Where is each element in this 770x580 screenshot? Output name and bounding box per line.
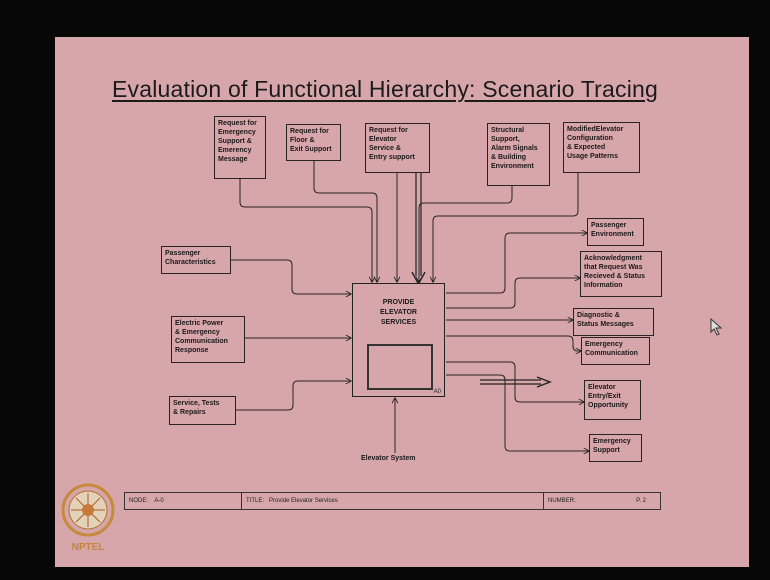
slide-title: Evaluation of Functional Hierarchy: Scen… — [111, 76, 659, 102]
control-line-1 — [239, 179, 372, 282]
output-diagnostic-messages: Diagnostic & Status Messages — [573, 308, 654, 336]
mouse-cursor-icon — [710, 318, 723, 336]
control-line-4 — [419, 186, 513, 282]
nptel-logo: NPTEL — [58, 482, 118, 554]
logo-text: NPTEL — [72, 542, 105, 553]
input-line-3 — [236, 381, 351, 411]
highlight-box — [367, 344, 433, 390]
footer-number-cell: NUMBER: P. 2 — [544, 493, 660, 509]
nptel-emblem-icon: NPTEL — [61, 483, 115, 553]
footer-title-cell: TITLE: Provide Elevator Services — [242, 493, 544, 509]
output-emergency-communication: Emergency Communication — [581, 337, 650, 365]
control-modified-configuration: ModifiedElevator Configuration & Expecte… — [563, 122, 640, 173]
control-structural-support: Structural Support, Alarm Signals & Buil… — [487, 123, 550, 186]
footer-number-label: NUMBER: — [548, 498, 576, 504]
node-id-label: A0 — [433, 389, 441, 395]
input-service-tests: Service, Tests & Repairs — [169, 396, 236, 425]
emphasis-arrow-right — [480, 376, 552, 388]
footer-bar: NODE: A-0 TITLE: Provide Elevator Servic… — [124, 492, 661, 510]
input-passenger-characteristics: Passenger Characteristics — [161, 246, 231, 274]
output-emergency-support: Emergency Support — [589, 434, 642, 462]
mechanism-label: Elevator System — [361, 455, 416, 462]
output-line-1 — [446, 233, 587, 294]
input-electric-power: Electric Power & Emergency Communication… — [171, 316, 245, 363]
footer-node-value: A-0 — [154, 498, 164, 504]
control-line-5 — [433, 173, 579, 282]
footer-title-label: TITLE: — [246, 498, 265, 504]
control-floor-exit-request: Request for Floor & Exit Support — [286, 124, 341, 161]
output-entry-exit-opportunity: Elevator Entry/Exit Opportunity — [584, 380, 641, 420]
output-passenger-environment: Passenger Environment — [587, 218, 644, 246]
footer-node-label: NODE: — [129, 498, 149, 504]
output-line-4 — [446, 335, 581, 351]
output-line-6 — [446, 374, 589, 451]
control-elevator-service-request: Request for Elevator Service & Entry sup… — [365, 123, 430, 173]
footer-title-value: Provide Elevator Services — [269, 498, 338, 504]
output-line-2 — [446, 278, 580, 309]
footer-number-value: P. 2 — [636, 498, 646, 504]
footer-node-cell: NODE: A-0 — [125, 493, 242, 509]
input-line-1 — [231, 259, 351, 294]
output-line-5 — [446, 361, 584, 402]
main-function-label: PROVIDE ELEVATOR SERVICES — [380, 299, 417, 326]
output-acknowledgment: Acknowledgment that Request Was Recieved… — [580, 251, 662, 297]
main-function-box: PROVIDE ELEVATOR SERVICES A0 — [352, 283, 445, 397]
control-emergency-request: Request for Emergency Support & Emerency… — [214, 116, 266, 179]
control-line-2 — [313, 161, 377, 282]
